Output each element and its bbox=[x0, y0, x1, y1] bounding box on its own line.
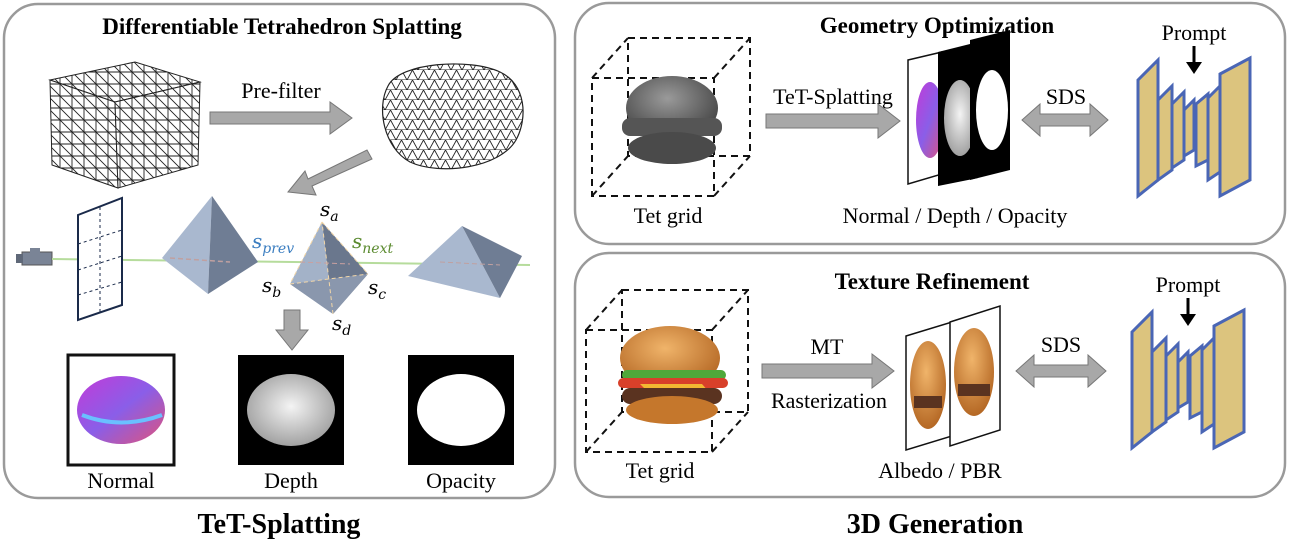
pruned-tet-mesh bbox=[381, 63, 524, 170]
vertex-label-a: sa bbox=[320, 197, 339, 225]
camera-icon bbox=[16, 248, 53, 266]
geometry-panel-title: Geometry Optimization bbox=[820, 13, 1055, 38]
texture-unet-icon bbox=[1130, 307, 1246, 452]
geometry-prompt-label: Prompt bbox=[1162, 20, 1227, 45]
texture-render-stack bbox=[905, 304, 1001, 452]
texture-sds-arrow bbox=[1015, 353, 1107, 389]
normal-output-image bbox=[66, 353, 176, 467]
geometry-prompt-arrow bbox=[1186, 46, 1202, 74]
geometry-outputs-label: Normal / Depth / Opacity bbox=[843, 203, 1068, 228]
vertex-label-b: sb bbox=[262, 273, 281, 301]
geometry-tet-grid-cube bbox=[591, 37, 751, 197]
opacity-output-image bbox=[408, 355, 514, 465]
tetrahedron-center bbox=[289, 221, 369, 315]
s-prev-label: sprev bbox=[252, 229, 294, 257]
geometry-unet-icon bbox=[1136, 55, 1252, 200]
svg-text:sb: sb bbox=[262, 273, 281, 301]
geometry-sds-arrow bbox=[1021, 102, 1109, 138]
down-arrow bbox=[274, 309, 310, 351]
svg-text:sa: sa bbox=[320, 197, 339, 225]
svg-text:snext: snext bbox=[352, 229, 393, 257]
textured-burger-shape bbox=[618, 326, 728, 424]
depth-label: Depth bbox=[264, 468, 318, 493]
s-next-label: snext bbox=[352, 229, 393, 257]
texture-mt-arrow bbox=[761, 352, 895, 390]
normal-label: Normal bbox=[87, 468, 154, 493]
geometry-tet-splatting-arrow bbox=[765, 102, 901, 140]
image-plane bbox=[77, 196, 123, 322]
tet-splatting-panel-title: Differentiable Tetrahedron Splatting bbox=[102, 14, 462, 39]
svg-text:sd: sd bbox=[332, 311, 351, 339]
texture-arrow-label-rasterization: Rasterization bbox=[771, 388, 887, 413]
tetrahedron-left bbox=[162, 196, 258, 294]
vertex-label-c: sc bbox=[368, 275, 386, 303]
texture-panel-title: Texture Refinement bbox=[835, 269, 1030, 294]
texture-prompt-arrow bbox=[1180, 298, 1196, 326]
texture-tet-grid-label: Tet grid bbox=[626, 458, 695, 483]
geometry-tet-grid-label: Tet grid bbox=[634, 203, 703, 228]
prefilter-arrow bbox=[209, 101, 353, 135]
tetrahedron-right bbox=[408, 226, 522, 298]
3d-generation-caption: 3D Generation bbox=[847, 509, 1024, 540]
tet-splatting-caption: TeT-Splatting bbox=[198, 509, 361, 540]
prefilter-label: Pre-filter bbox=[241, 78, 321, 103]
texture-arrow-label-mt: MT bbox=[811, 334, 845, 359]
vertex-label-d: sd bbox=[332, 311, 351, 339]
svg-text:sprev: sprev bbox=[252, 229, 294, 257]
texture-outputs-label: Albedo / PBR bbox=[878, 458, 1002, 483]
geometry-render-stack bbox=[907, 30, 1010, 186]
texture-prompt-label: Prompt bbox=[1156, 272, 1221, 297]
opacity-label: Opacity bbox=[426, 468, 496, 493]
tetrahedral-cube-mesh bbox=[48, 61, 202, 189]
svg-text:sc: sc bbox=[368, 275, 386, 303]
geometry-arrow-label: TeT-Splatting bbox=[773, 84, 893, 109]
geometry-sds-label: SDS bbox=[1046, 84, 1086, 109]
texture-sds-label: SDS bbox=[1041, 332, 1081, 357]
gray-burger-shape bbox=[622, 76, 722, 164]
depth-output-image bbox=[238, 355, 344, 465]
diagonal-arrow bbox=[287, 149, 373, 196]
